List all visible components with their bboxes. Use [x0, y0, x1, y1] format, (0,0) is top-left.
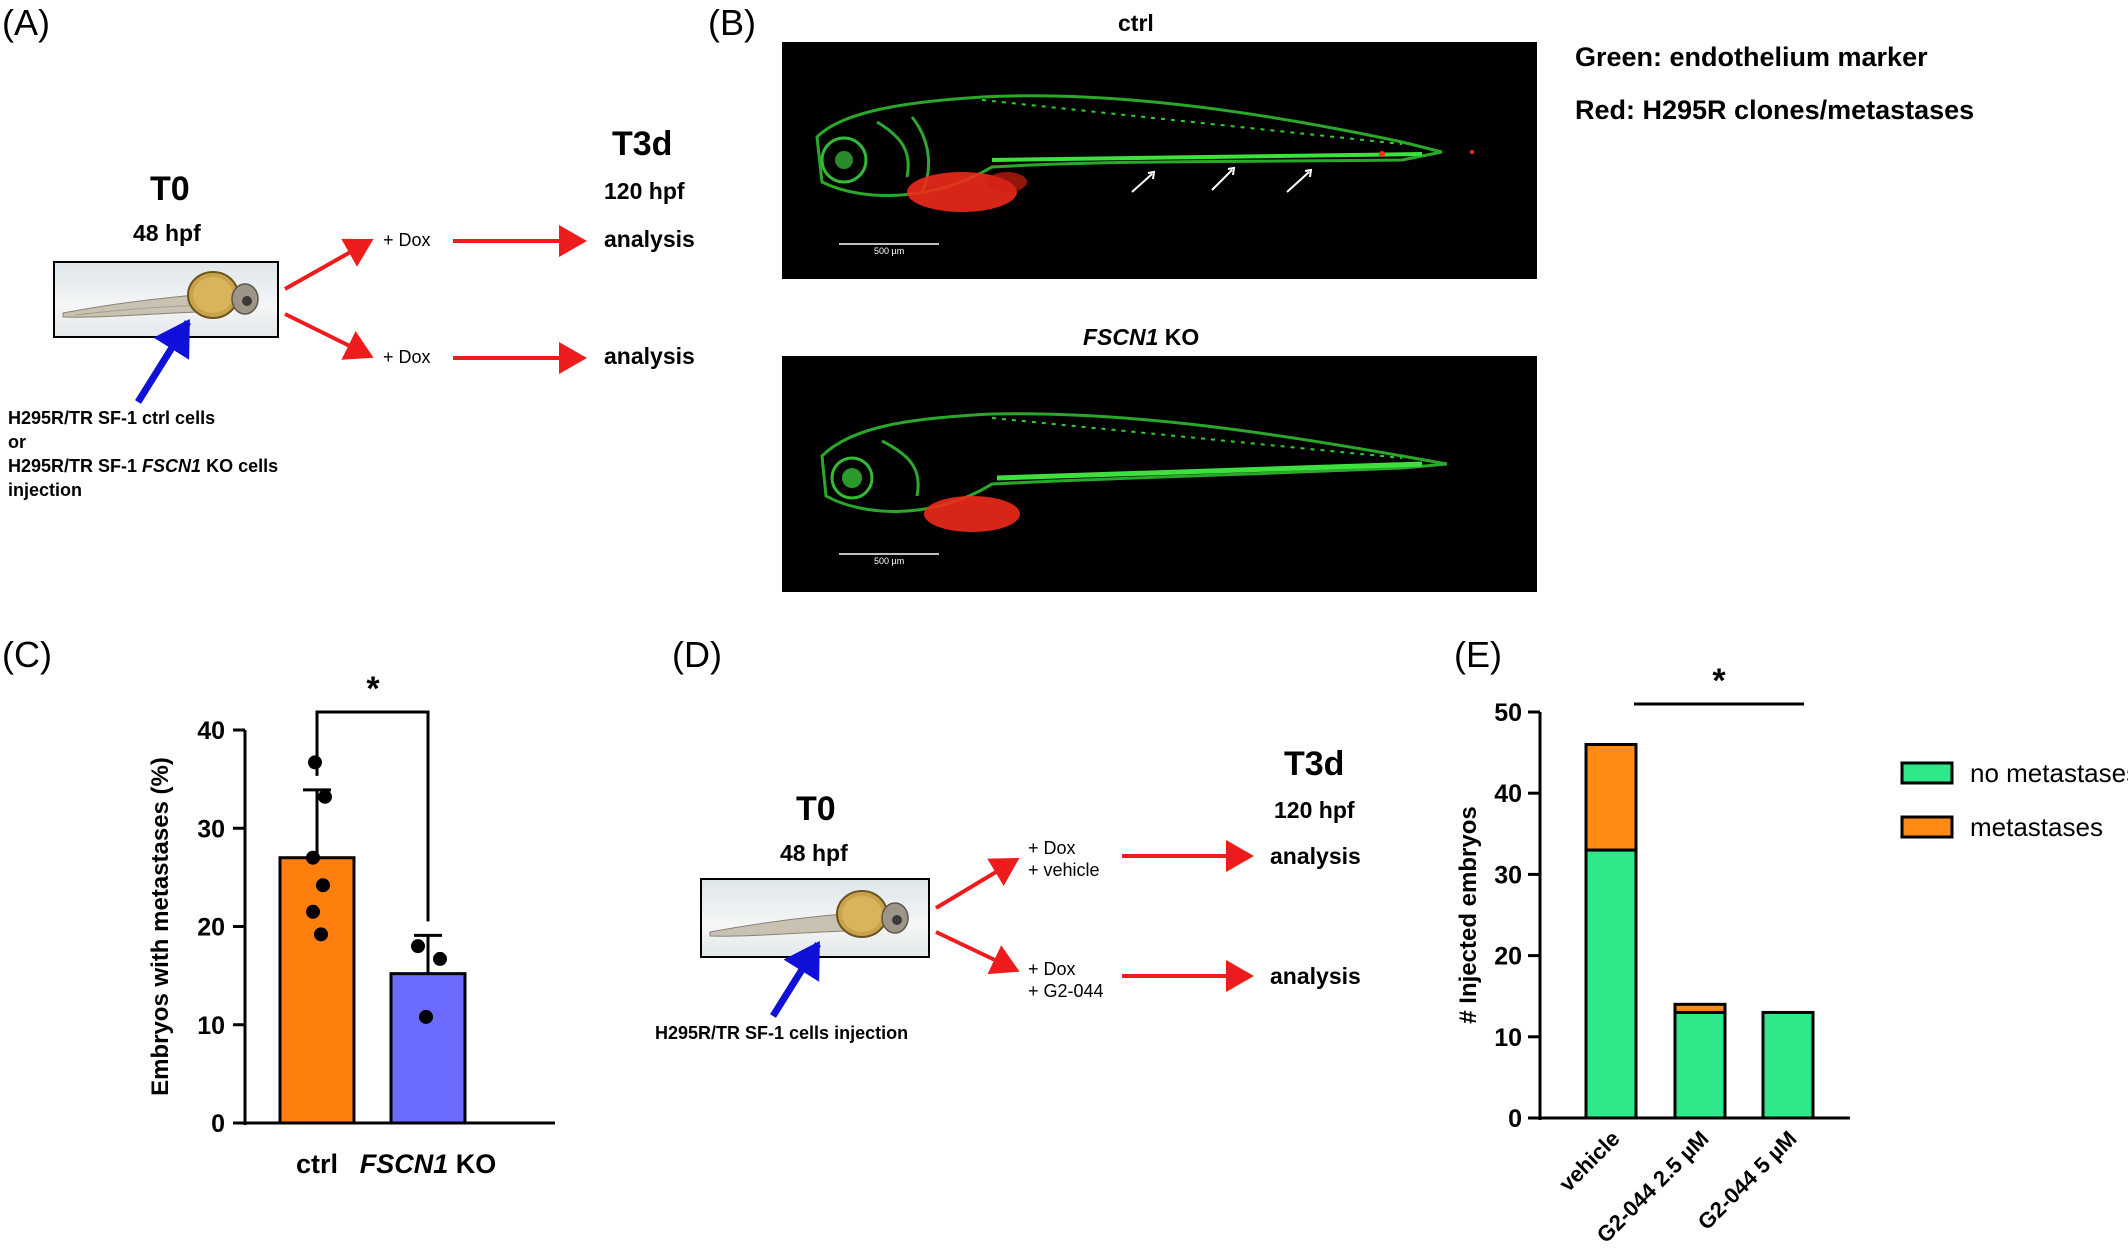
c-data-point	[314, 927, 328, 942]
e-significance-star: *	[1712, 662, 1726, 700]
e-bar-1-1	[1673, 1002, 1727, 1014]
d-t3d-label: T3d	[1284, 745, 1345, 783]
e-y-tick-label: 0	[1508, 1105, 1522, 1133]
a-arrows	[135, 225, 587, 404]
c-data-point	[308, 755, 322, 770]
e-y-axis-label: # Injected embryos	[1455, 806, 1482, 1023]
d-analysis-top: analysis	[1270, 843, 1361, 869]
a-analysis-top: analysis	[604, 226, 695, 252]
c-data-point	[433, 951, 447, 966]
a-t0-label: T0	[150, 170, 190, 208]
c-y-tick-label: 20	[197, 914, 225, 942]
c-bar-1	[389, 972, 467, 1125]
a-dox-top: + Dox	[383, 230, 431, 250]
b-legend-green: Green: endothelium marker	[1575, 42, 1928, 72]
c-data-point	[419, 1009, 433, 1024]
c-bar-0	[278, 856, 356, 1125]
d-t0-hpf: 48 hpf	[780, 840, 848, 866]
b-ctrl-micrograph: 500 µm	[782, 42, 1537, 279]
c-data-point	[306, 904, 320, 919]
c-y-tick-label: 0	[211, 1110, 225, 1138]
a-injection-line4: injection	[8, 480, 83, 500]
e-x-tick-label: vehicle	[1554, 1126, 1624, 1196]
e-y-tick-label: 10	[1494, 1024, 1522, 1052]
d-embryo-drawing	[709, 890, 909, 938]
c-y-axis-label: Embryos with metastases (%)	[147, 757, 174, 1096]
e-legend-swatch-0	[1900, 761, 1954, 785]
d-analysis-bottom: analysis	[1270, 963, 1361, 989]
a-injection-line2: or	[8, 432, 26, 452]
e-y-tick-label: 20	[1494, 943, 1522, 971]
a-injection-line3: H295R/TR SF-1 FSCN1 KO cells	[8, 456, 279, 476]
a-t3d-hpf: 120 hpf	[604, 178, 685, 204]
a-dox-bottom: + Dox	[383, 347, 431, 367]
c-data-point	[316, 878, 330, 893]
a-t0-hpf: 48 hpf	[133, 220, 201, 246]
e-bar-0-1	[1584, 742, 1638, 852]
d-t0-label: T0	[796, 790, 836, 828]
e-y-tick-label: 40	[1494, 780, 1522, 808]
e-y-tick-label: 50	[1494, 699, 1522, 727]
c-data-point	[318, 789, 332, 804]
d-top-treatment: + Dox+ vehicle	[1028, 838, 1100, 880]
a-analysis-bottom: analysis	[604, 343, 695, 369]
a-injection-note: H295R/TR SF-1 ctrl cells or H295R/TR SF-…	[8, 406, 278, 502]
b-ko-scalebar-label: 500 µm	[874, 556, 905, 566]
e-legend-swatch-1	[1900, 815, 1954, 839]
c-data-point	[411, 939, 425, 954]
d-bottom-treatment: + Dox+ G2-044	[1028, 959, 1104, 1001]
panel-label-e: (E)	[1454, 634, 1502, 675]
panel-label-c: (C)	[2, 634, 52, 675]
c-significance-star: *	[366, 670, 380, 708]
d-injection-label: H295R/TR SF-1 cells injection	[655, 1023, 909, 1043]
c-significance-bracket	[315, 710, 430, 922]
e-legend-label-0: no metastases	[1970, 758, 2128, 788]
c-x-tick-label: FSCN1 KO	[360, 1149, 497, 1179]
a-embryo-drawing	[62, 271, 259, 319]
a-t3d-label: T3d	[612, 125, 673, 163]
b-ko-title: FSCN1 KO	[1083, 324, 1200, 350]
c-y-tick-label: 40	[197, 717, 225, 745]
b-ctrl-title: ctrl	[1118, 10, 1154, 36]
b-legend-red: Red: H295R clones/metastases	[1575, 95, 1975, 125]
b-ctrl-scalebar-label: 500 µm	[874, 246, 905, 256]
e-legend-label-1: metastases	[1970, 812, 2103, 842]
c-data-point	[306, 850, 320, 865]
e-bar-1-0	[1673, 1010, 1727, 1120]
d-arrows	[770, 840, 1254, 1018]
c-y-tick-label: 30	[197, 815, 225, 843]
d-t3d-hpf: 120 hpf	[1274, 797, 1355, 823]
b-ko-micrograph: 500 µm	[782, 356, 1537, 592]
panel-label-d: (D)	[672, 634, 722, 675]
c-x-tick-label: ctrl	[296, 1149, 338, 1179]
b-ctrl-fish	[815, 94, 1474, 245]
e-y-tick-label: 30	[1494, 861, 1522, 889]
panel-label-a: (A)	[2, 2, 50, 43]
c-y-tick-label: 10	[197, 1012, 225, 1040]
e-bar-0-0	[1584, 848, 1638, 1120]
e-bar-2-0	[1761, 1010, 1815, 1120]
a-injection-line1: H295R/TR SF-1 ctrl cells	[8, 408, 216, 428]
panel-label-b: (B)	[708, 2, 756, 43]
a-embryo-image	[53, 261, 279, 338]
b-ko-fish	[820, 412, 1448, 555]
